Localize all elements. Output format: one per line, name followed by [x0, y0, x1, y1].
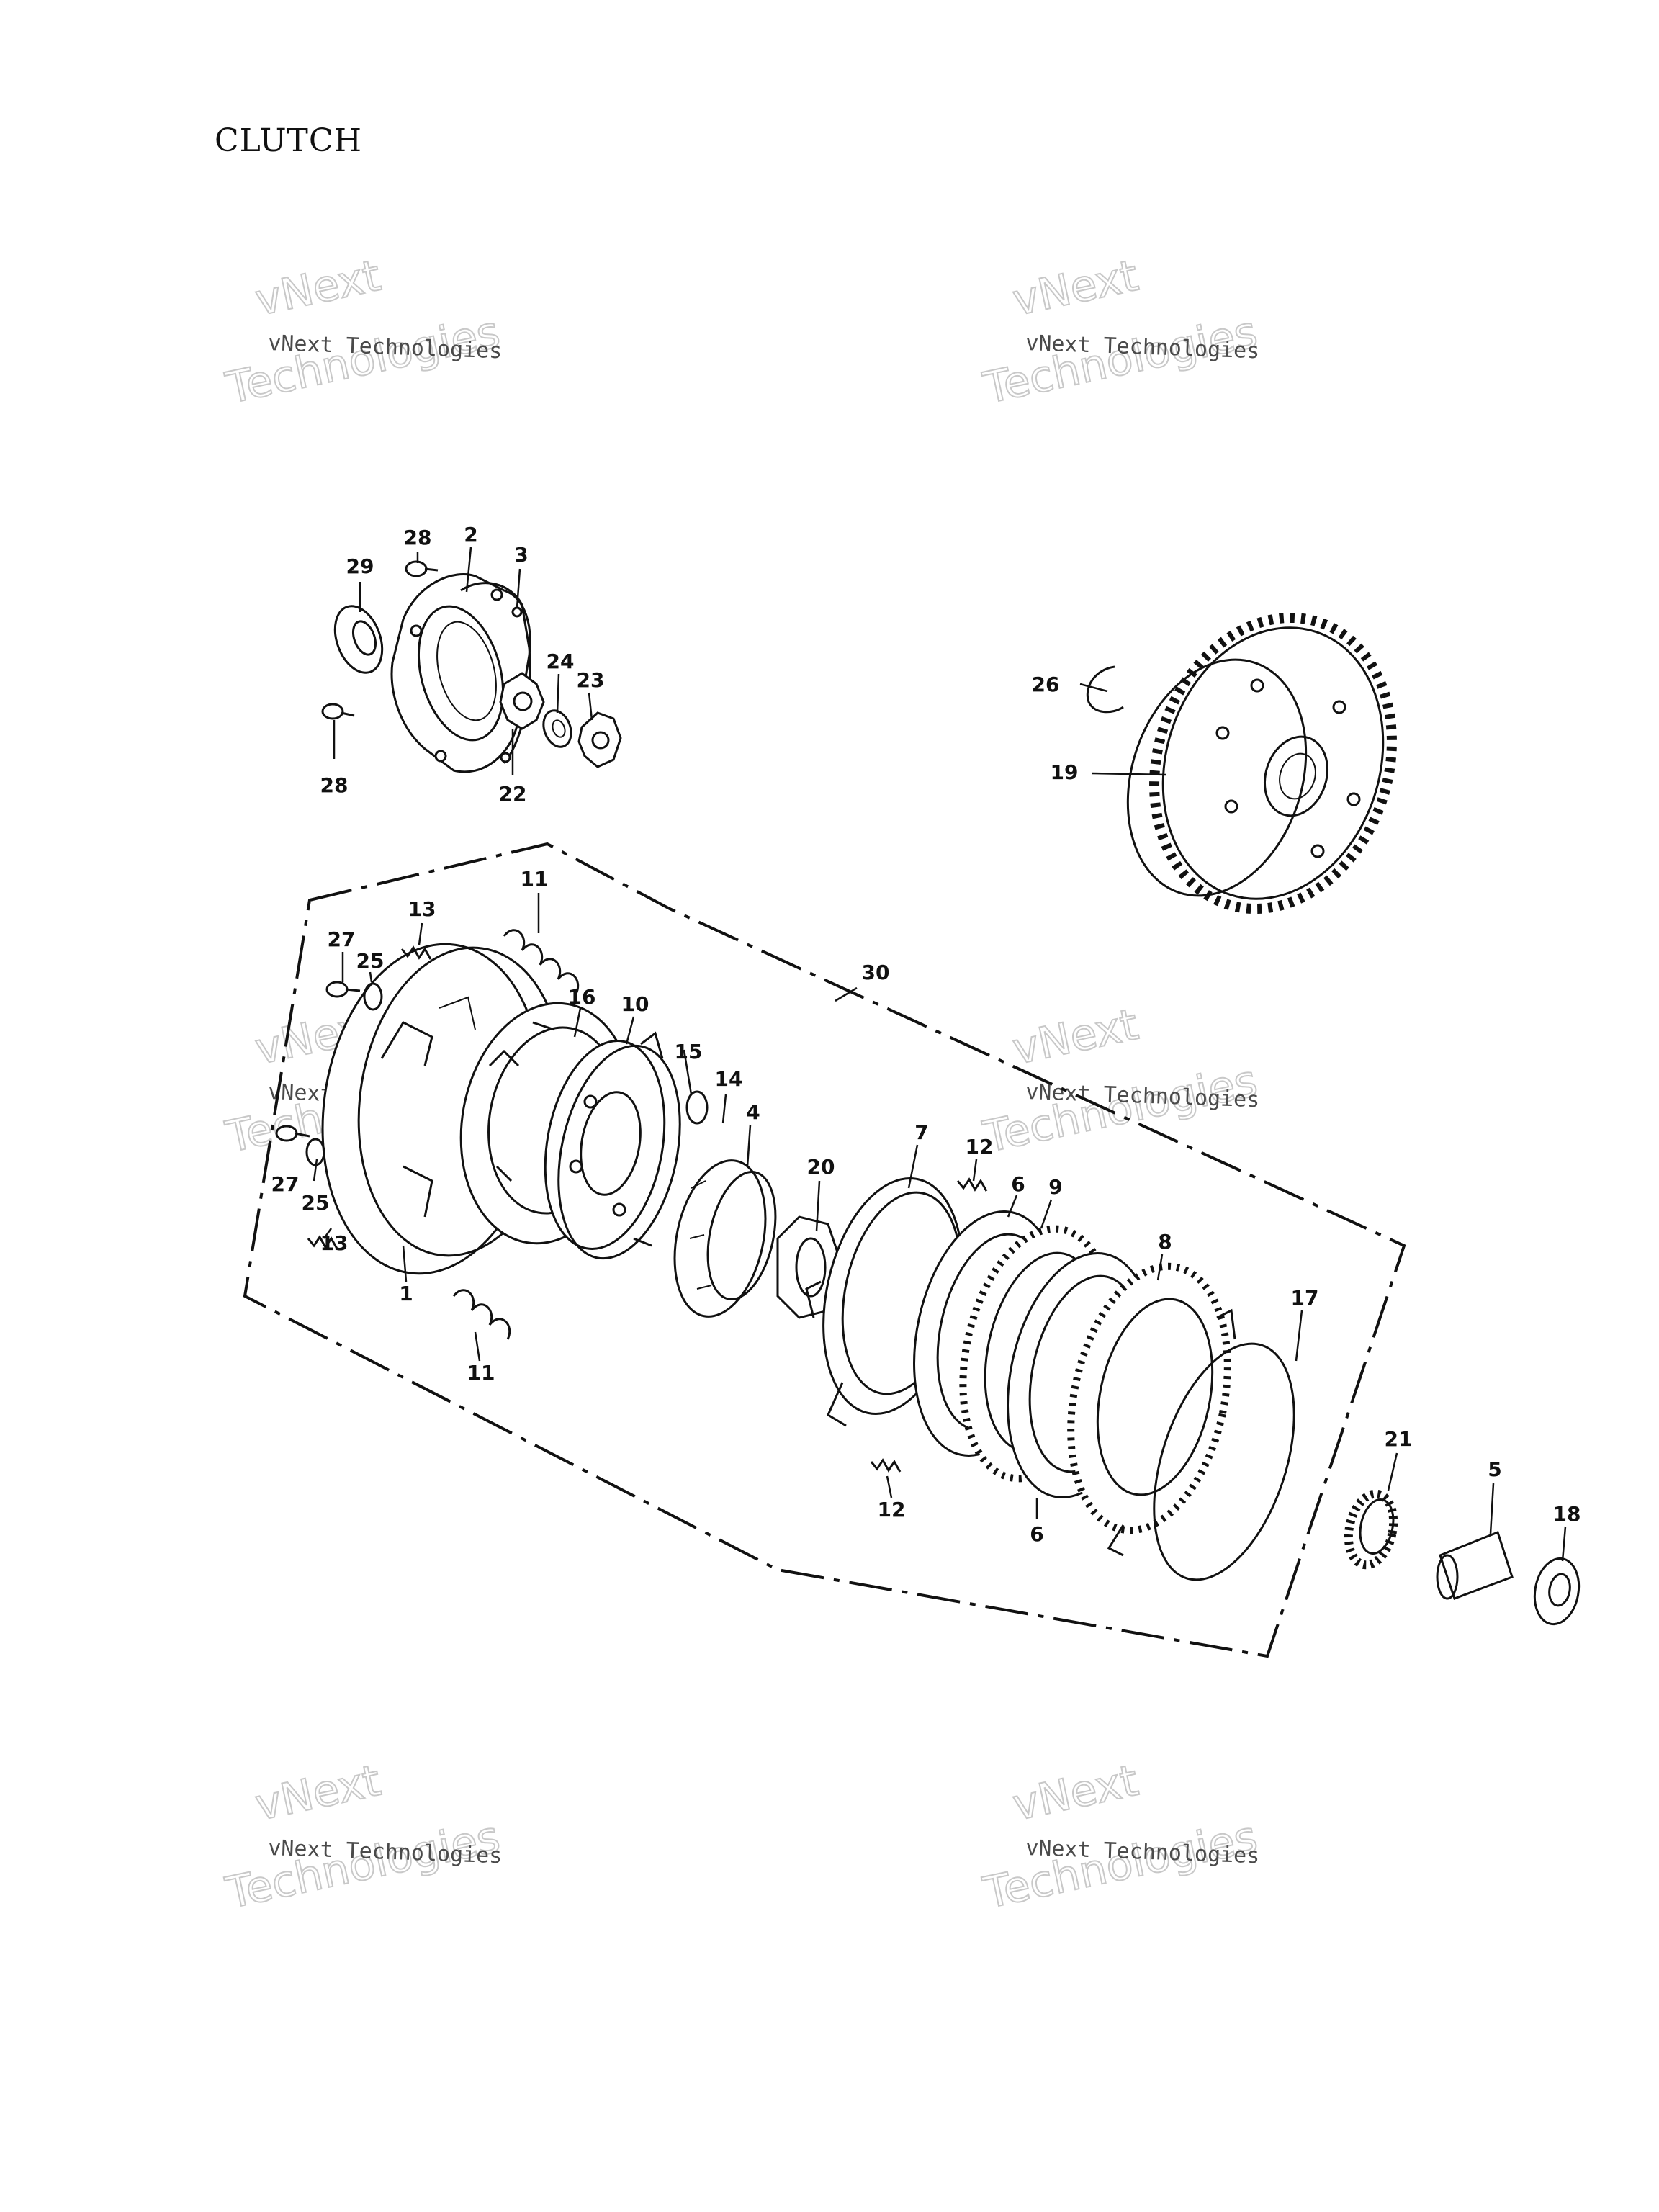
- callout-20: 20: [807, 1155, 835, 1179]
- callout-6-top: 6: [1011, 1172, 1025, 1196]
- callout-29: 29: [346, 554, 374, 578]
- callout-17: 17: [1291, 1286, 1319, 1310]
- callout-19: 19: [1051, 760, 1079, 784]
- pin-27-bottom: [275, 1125, 310, 1142]
- spring-11-bottom: [452, 1289, 511, 1340]
- callout-16: 16: [568, 985, 596, 1009]
- bushing-5: [1436, 1531, 1514, 1600]
- callout-10: 10: [621, 992, 649, 1016]
- release-plate-2: [390, 573, 531, 773]
- watermark-bottom-right: vNext Technologies vNext Technologies: [979, 1755, 1263, 1920]
- assembly-30-boundary: [243, 842, 1406, 1658]
- callout-27-bottom: 27: [271, 1172, 300, 1196]
- spring-11-top: [503, 929, 580, 994]
- callout-7: 7: [914, 1120, 928, 1144]
- callout-13-top: 13: [408, 897, 436, 921]
- lock-23: [577, 711, 622, 768]
- callout-14: 14: [715, 1067, 743, 1091]
- spring-13-top: [400, 945, 432, 960]
- drive-plate-8: [1067, 1262, 1236, 1557]
- callout-18: 18: [1553, 1502, 1581, 1526]
- plate-14: [685, 1090, 709, 1125]
- circlip-17: [1153, 1342, 1295, 1581]
- callout-4: 4: [746, 1100, 760, 1124]
- callout-22: 22: [499, 782, 527, 806]
- callout-11-top: 11: [521, 867, 549, 891]
- watermark-bottom-left: vNext Technologies vNext Technologies: [221, 1755, 505, 1920]
- page-title: CLUTCH: [215, 122, 362, 159]
- callout-24: 24: [547, 649, 575, 673]
- callout-6-bottom: 6: [1030, 1522, 1043, 1546]
- watermark-outline-top: vNext: [1009, 999, 1143, 1075]
- callout-5: 5: [1488, 1457, 1501, 1481]
- callout-26: 26: [1032, 673, 1060, 696]
- callout-1: 1: [399, 1282, 413, 1305]
- washer-24: [542, 709, 572, 748]
- washer-18: [1533, 1557, 1581, 1626]
- gear-21: [1344, 1489, 1398, 1570]
- callout-23: 23: [577, 668, 605, 692]
- bearing-29: [333, 605, 384, 674]
- nut-22: [499, 672, 545, 730]
- spring-12-top: [956, 1177, 988, 1192]
- callout-30: 30: [862, 961, 890, 984]
- wire-ring-15: [557, 1044, 681, 1260]
- callout-labels: 29 28 2 3 24 23 28 22 26 19 11 13 27 25 …: [271, 523, 1581, 1546]
- screw-28-top: [405, 560, 439, 577]
- callout-13-bottom: 13: [320, 1231, 349, 1255]
- circlip-26: [1086, 665, 1124, 714]
- sleeve-hub-4: [673, 1159, 777, 1318]
- spring-12-bottom: [870, 1458, 902, 1473]
- callout-28-bottom: 28: [320, 773, 349, 797]
- callout-8: 8: [1158, 1230, 1172, 1254]
- screw-28-bottom: [321, 703, 355, 720]
- watermark-outline-top: vNext: [251, 1755, 385, 1831]
- callout-3: 3: [514, 543, 528, 567]
- callout-12-top: 12: [966, 1135, 994, 1159]
- watermark-top-left: vNext Technologies vNext Technologies: [221, 250, 505, 415]
- callout-9: 9: [1048, 1175, 1062, 1199]
- spring-13-bottom: [307, 1235, 338, 1249]
- watermark-top-right: vNext Technologies vNext Technologies: [979, 250, 1263, 415]
- leader-lines: [313, 547, 1567, 1562]
- watermark-outline-top: vNext: [1009, 1755, 1143, 1831]
- watermark-outline-top: vNext: [1009, 251, 1143, 326]
- callout-11-bottom: 11: [467, 1361, 495, 1385]
- watermark-mid-right: vNext Technologies vNext Technologies: [979, 999, 1263, 1164]
- primary-driven-gear-19: [1126, 612, 1397, 914]
- pin-27-top: [325, 981, 361, 998]
- watermark-outline-top: vNext: [251, 251, 385, 326]
- callout-15: 15: [675, 1040, 703, 1064]
- callout-25-top: 25: [356, 949, 385, 973]
- washer-25-top: [363, 982, 383, 1011]
- callout-12-bottom: 12: [878, 1498, 906, 1521]
- pressure-disc-10: [544, 1031, 666, 1250]
- callout-25-bottom: 25: [302, 1191, 330, 1215]
- callout-2: 2: [464, 523, 477, 547]
- callout-28-top: 28: [404, 526, 432, 549]
- callout-21: 21: [1385, 1427, 1413, 1451]
- callout-27-top: 27: [328, 927, 356, 951]
